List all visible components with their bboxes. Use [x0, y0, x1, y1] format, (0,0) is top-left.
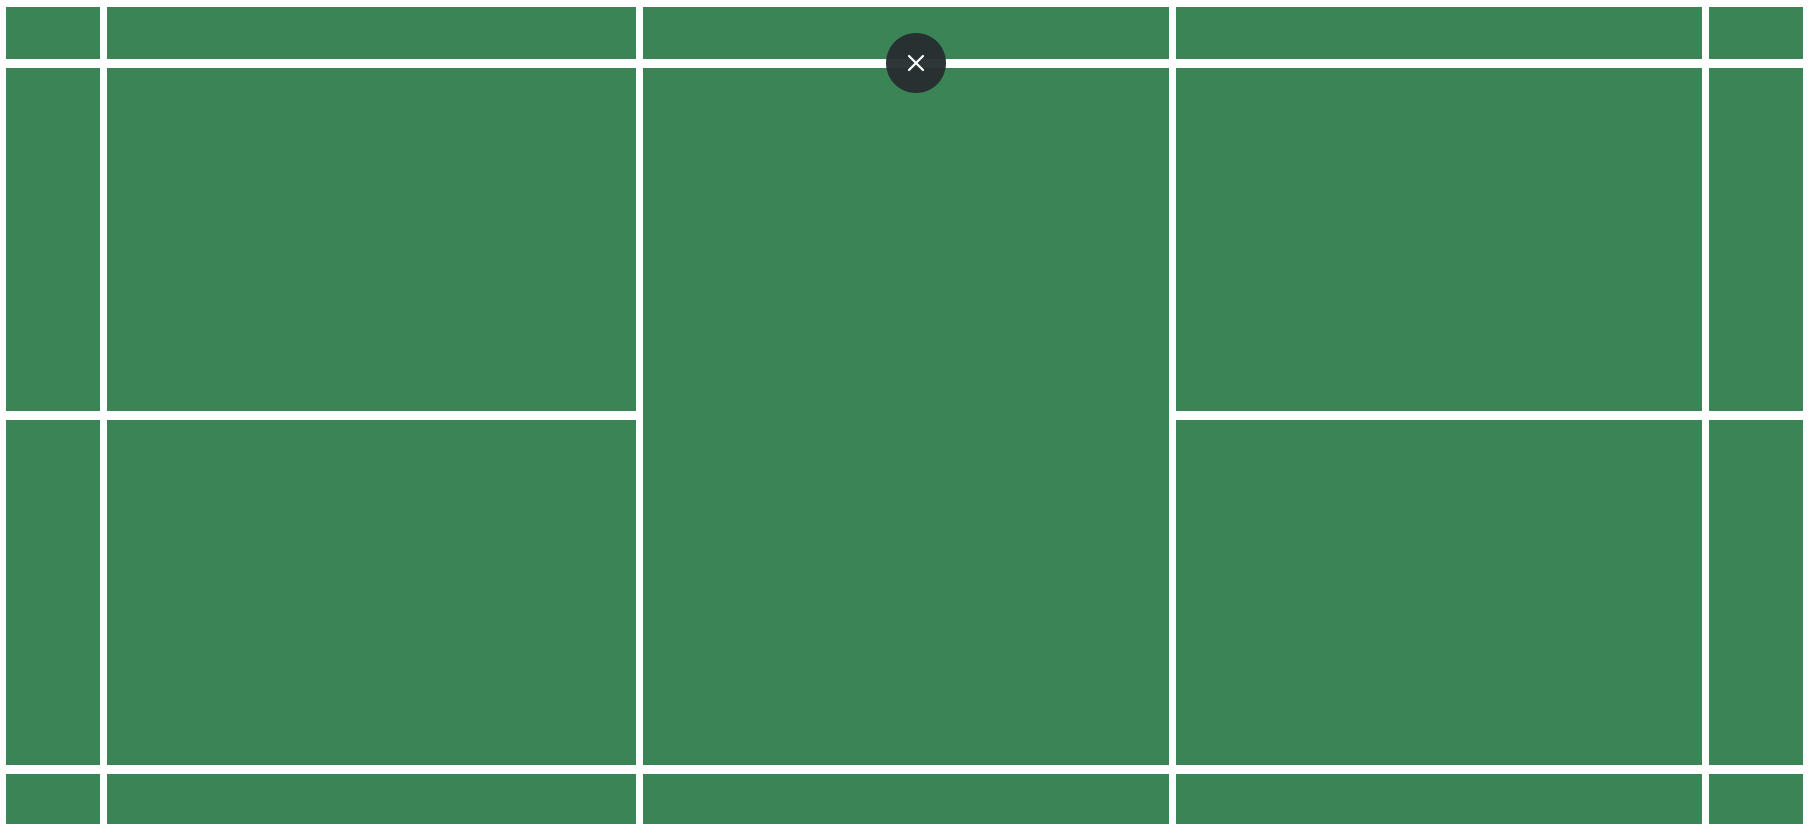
court-line-left-service — [636, 0, 643, 830]
court-edge-top — [0, 0, 1809, 7]
court-line-right-singles — [1702, 0, 1709, 830]
court-edge-bottom — [0, 824, 1809, 830]
court-line-right-service — [1169, 0, 1176, 830]
court-line-center-right — [1170, 411, 1809, 420]
close-icon — [907, 54, 925, 72]
court-edge-right — [1803, 0, 1809, 830]
close-button[interactable] — [886, 33, 946, 93]
court-line-left-singles — [100, 0, 107, 830]
court-line-bottom-service — [0, 765, 1809, 774]
court-line-center-left — [0, 411, 640, 420]
court-edge-left — [0, 0, 6, 830]
